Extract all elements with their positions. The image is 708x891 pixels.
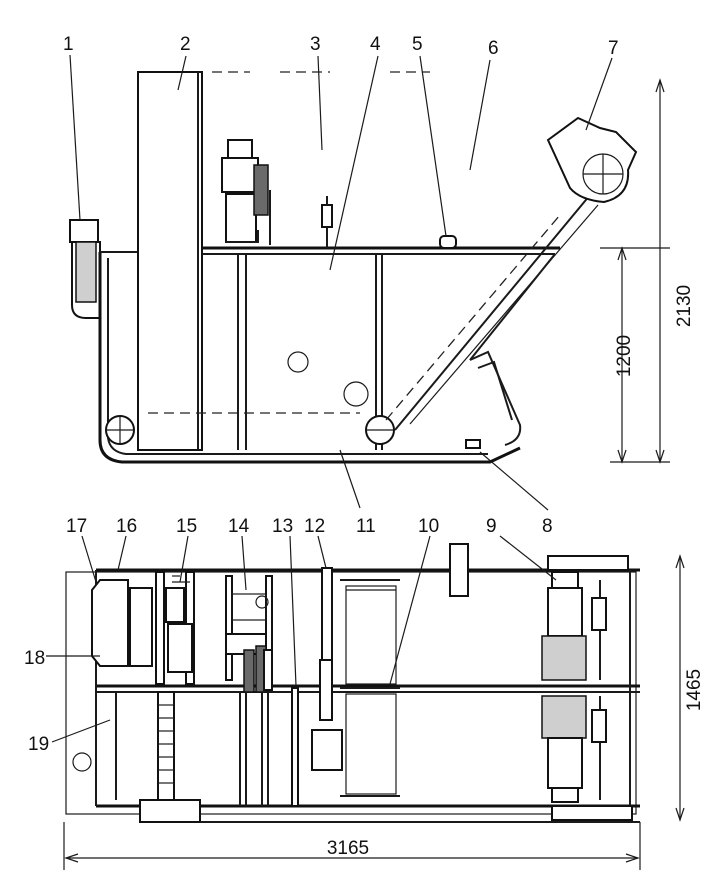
motor-unit (221, 139, 271, 245)
callout-2: 2 (180, 34, 191, 55)
dimension-2130: 2130 (674, 285, 695, 327)
callout-3: 3 (310, 34, 321, 55)
plan-dimensions (63, 554, 685, 870)
dimension-3165: 3165 (327, 838, 369, 859)
callout-12: 12 (304, 516, 325, 537)
dimension-labels: 2130 1200 1465 3165 (327, 285, 705, 859)
callout-15: 15 (176, 516, 197, 537)
callout-10: 10 (418, 516, 439, 537)
side-dimensions (600, 78, 670, 464)
inlet-duct (69, 219, 101, 319)
tall-column (137, 71, 203, 451)
callout-5: 5 (412, 34, 423, 55)
inclined-conveyor (385, 194, 599, 446)
upper-motor (541, 571, 607, 681)
plan-view (65, 543, 640, 823)
dimension-1465: 1465 (684, 669, 705, 711)
callout-14: 14 (228, 516, 250, 537)
lower-motor (541, 695, 607, 803)
callout-6: 6 (488, 38, 499, 59)
callout-9: 9 (486, 516, 497, 537)
tank-frame (98, 252, 521, 464)
callout-labels: 1 2 3 4 5 6 7 8 9 10 11 12 13 14 15 16 1… (24, 34, 619, 755)
callout-7: 7 (608, 38, 619, 59)
callout-18: 18 (24, 648, 45, 669)
tank (91, 579, 129, 667)
leader-lines (46, 54, 613, 743)
callout-19: 19 (28, 734, 49, 755)
callout-17: 17 (66, 516, 87, 537)
callout-1: 1 (63, 34, 74, 55)
callout-8: 8 (542, 516, 553, 537)
callout-13: 13 (272, 516, 293, 537)
callout-11: 11 (356, 516, 376, 537)
callout-16: 16 (116, 516, 137, 537)
dimension-1200: 1200 (614, 335, 635, 377)
drive-head (546, 116, 638, 204)
side-elevation (69, 71, 638, 464)
callout-4: 4 (370, 34, 381, 55)
ruler-ticks (158, 704, 174, 784)
valve (321, 196, 333, 248)
